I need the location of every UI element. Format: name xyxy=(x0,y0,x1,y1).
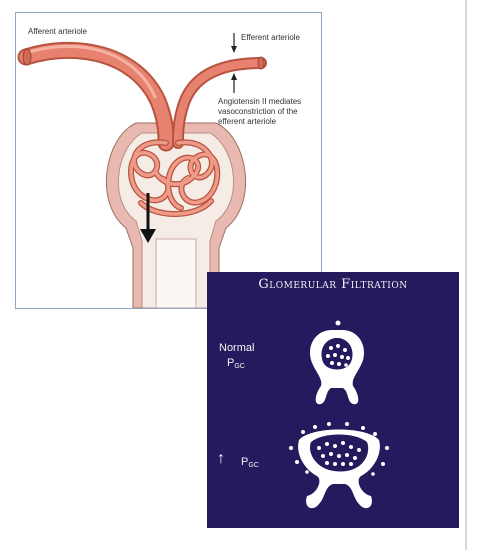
normal-glomerulus xyxy=(309,320,365,405)
efferent-arteriole-label: Efferent arteriole xyxy=(241,33,300,42)
angiotensin-note-line3: efferent arteriole xyxy=(218,117,277,126)
angiotensin-note-line2: vasoconstriction of the xyxy=(218,107,298,116)
tubule-lumen xyxy=(155,238,197,308)
increase-arrow-icon: ↑ xyxy=(217,450,225,467)
angiotensin-note-line1: Angiotensin II mediates xyxy=(218,97,302,106)
normal-pgc-label: PGC xyxy=(227,357,245,370)
glomerular-filtration-panel: Glomerular Filtration xyxy=(207,272,459,528)
filtration-title: Glomerular Filtration xyxy=(258,277,408,292)
glomerulus-illustration xyxy=(17,33,267,308)
afferent-arteriole-label: Afferent arteriole xyxy=(28,27,87,36)
page-divider-line xyxy=(465,0,467,550)
filtration-arrow-head xyxy=(140,229,156,243)
increased-pgc-label: PGC xyxy=(241,456,259,469)
normal-label: Normal xyxy=(219,342,255,354)
increased-pressure-glomerulus xyxy=(289,422,389,509)
glomerulus-diagram: Afferent arteriole Efferent arteriole An… xyxy=(15,12,322,309)
filtration-illustration xyxy=(289,320,389,509)
